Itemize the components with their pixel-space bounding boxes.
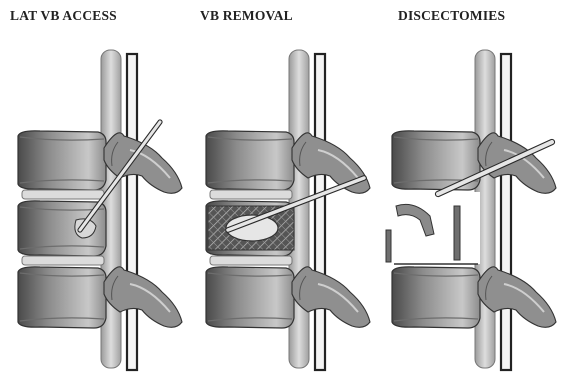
panel-title-lat-vb-access: LAT VB ACCESS: [10, 8, 117, 24]
lower-vertebral-body: [206, 267, 294, 328]
posterior-wall-remnant: [454, 206, 460, 260]
lower-vertebral-body: [392, 267, 480, 328]
lower-disc: [22, 256, 104, 265]
lower-disc: [210, 256, 292, 265]
fixation-rod: [315, 54, 325, 370]
upper-disc: [210, 190, 292, 199]
panel-title-discectomies: DISCECTOMIES: [398, 8, 505, 24]
panel-discectomies: [374, 30, 564, 372]
lower-vertebral-body: [18, 267, 106, 328]
fixation-rod: [127, 54, 137, 370]
resection-gap: [394, 192, 480, 264]
panel-title-vb-removal: VB REMOVAL: [200, 8, 293, 24]
upper-vertebral-body: [206, 131, 294, 190]
upper-disc: [22, 190, 104, 199]
fixation-rod: [501, 54, 511, 370]
upper-vertebral-body: [18, 131, 106, 190]
panel-lat-vb-access: [0, 30, 190, 372]
anterior-wall-remnant: [386, 230, 391, 262]
panel-vb-removal: [188, 30, 378, 372]
